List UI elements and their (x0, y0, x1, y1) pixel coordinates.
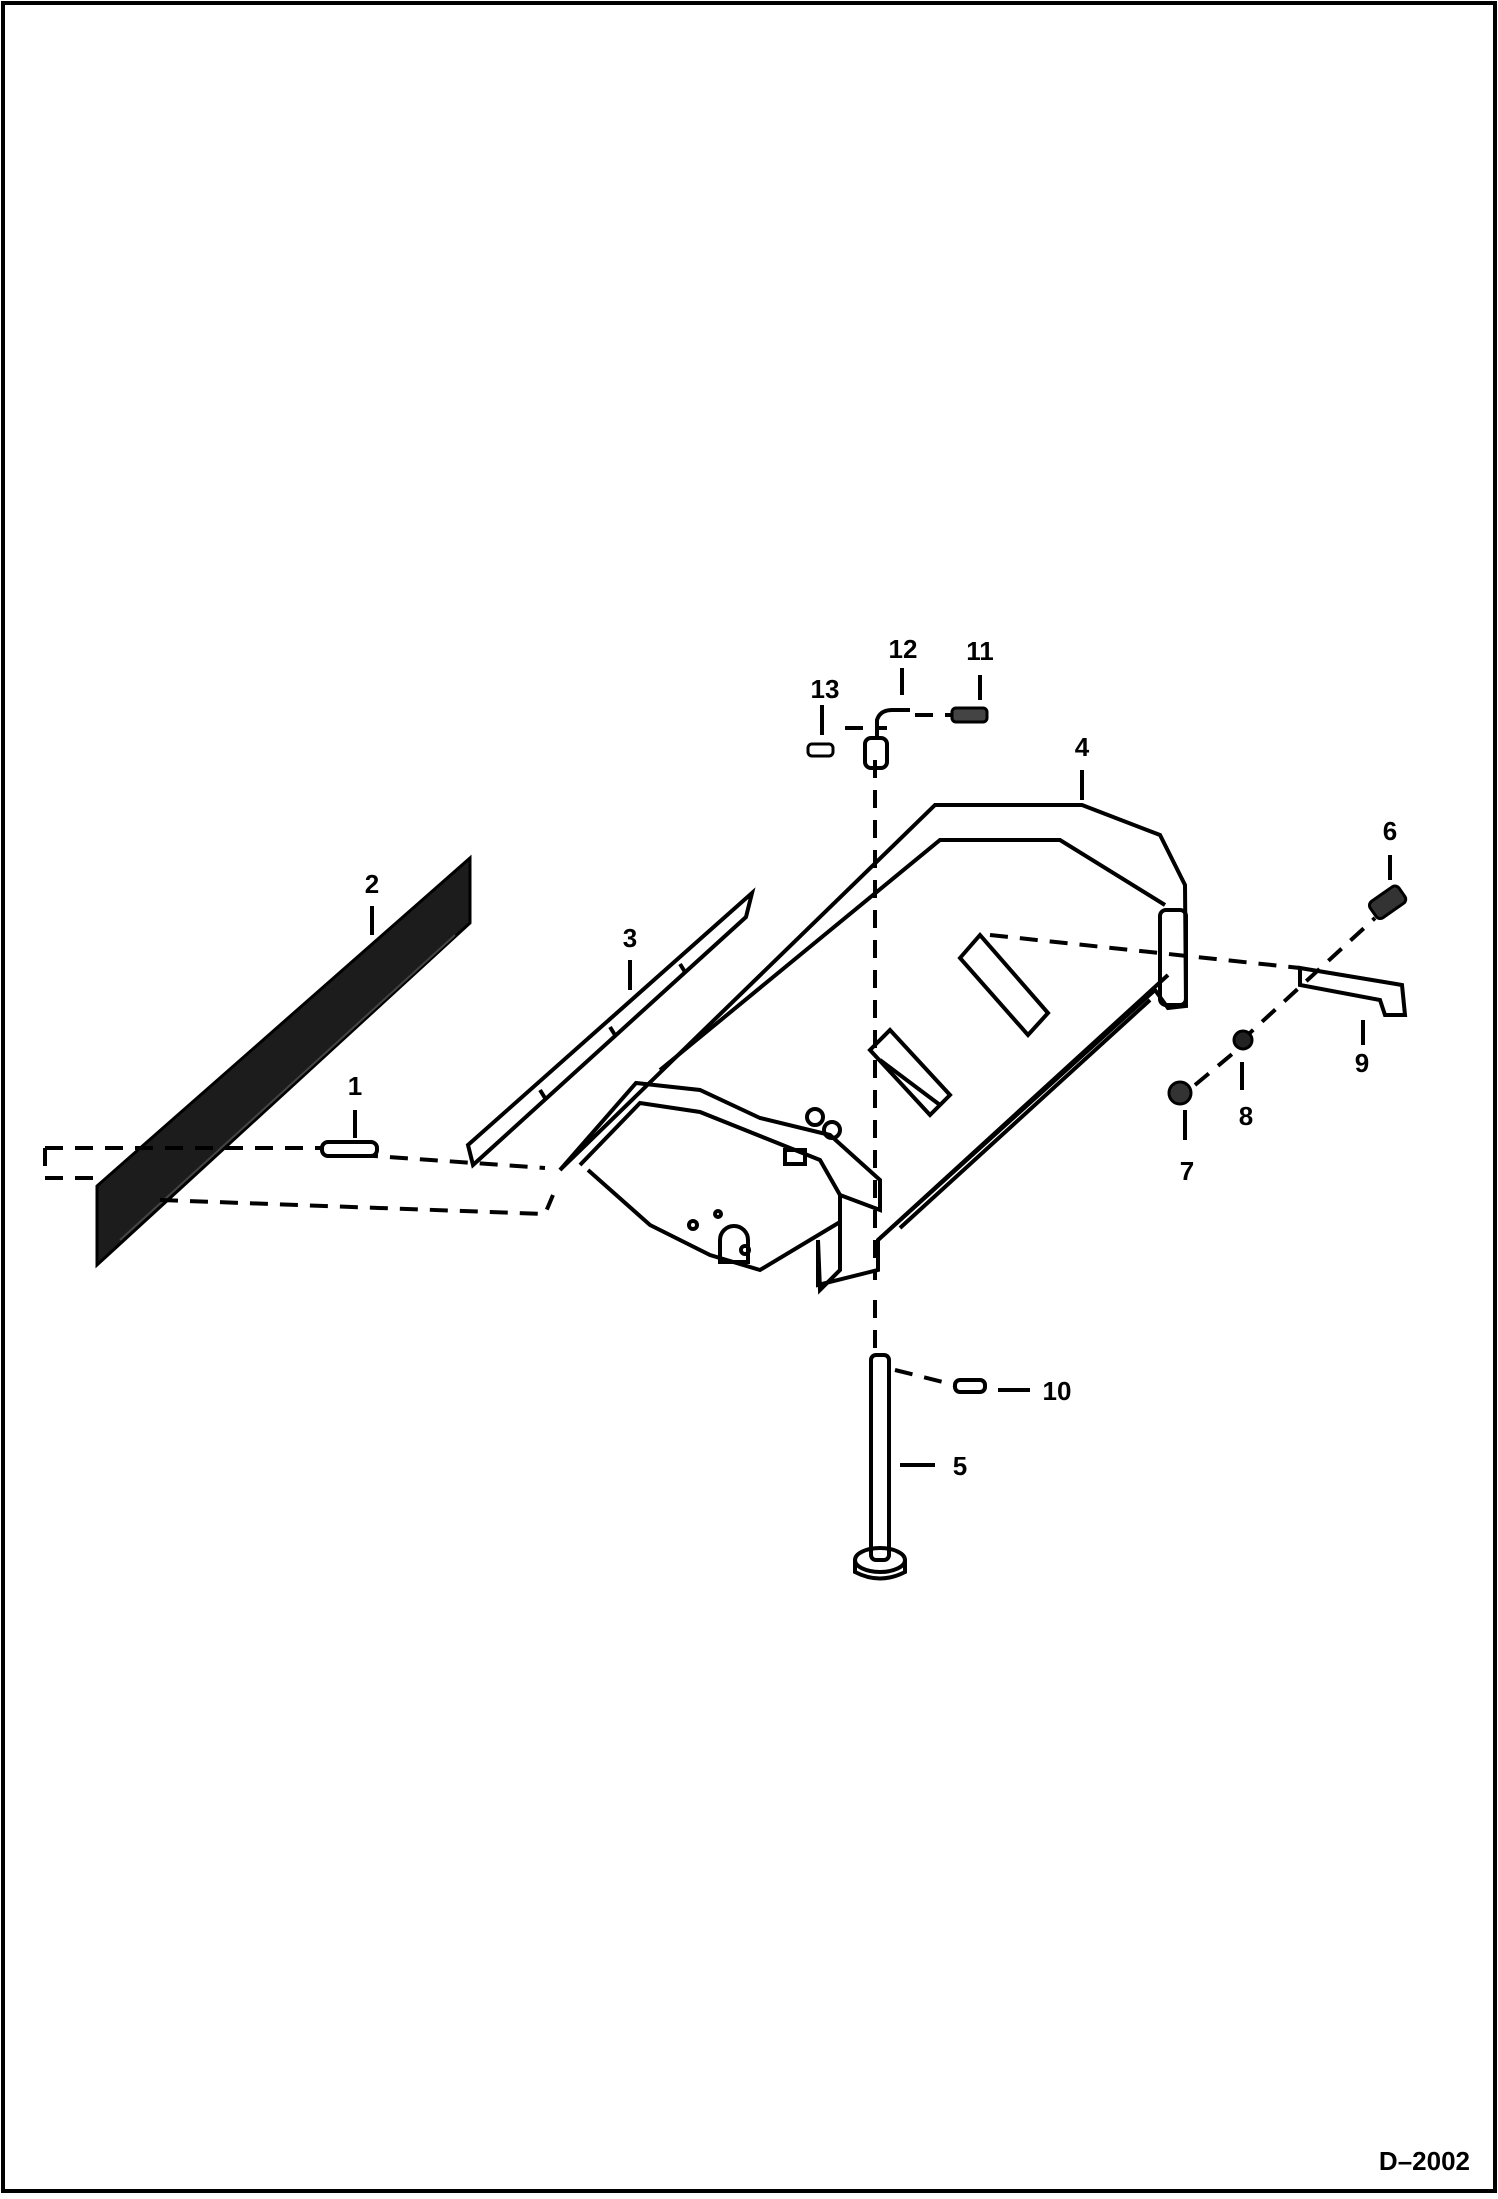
leader-lines (353, 668, 1392, 1467)
callout-9: 9 (1355, 1048, 1369, 1078)
callout-2: 2 (365, 869, 379, 899)
bolt-part-1 (320, 1140, 379, 1158)
elbow-part-12 (863, 708, 910, 770)
callout-5: 5 (953, 1451, 967, 1481)
callout-6: 6 (1383, 816, 1397, 846)
assembly-lines (43, 713, 1377, 1387)
bolt-part-6 (1367, 884, 1408, 921)
callout-4: 4 (1075, 732, 1090, 762)
callouts: 1 2 3 4 5 6 7 8 9 10 11 12 13 (348, 634, 1397, 1481)
pin-part-13 (806, 742, 835, 758)
nut-part-7 (1167, 1080, 1193, 1106)
figure-id: D–2002 (1379, 2146, 1470, 2176)
washer-part-8 (1232, 1029, 1254, 1051)
callout-13: 13 (811, 674, 840, 704)
callout-8: 8 (1239, 1101, 1253, 1131)
callout-7: 7 (1180, 1156, 1194, 1186)
callout-12: 12 (889, 634, 918, 664)
shield-housing-part (558, 803, 1189, 1295)
callout-3: 3 (623, 923, 637, 953)
flap-strip-part (465, 887, 756, 1169)
rubber-flap-part (95, 854, 472, 1269)
jack-stand-part (853, 1353, 907, 1581)
callout-1: 1 (348, 1071, 362, 1101)
spring-part-11 (950, 706, 989, 724)
pin-part-10 (953, 1378, 987, 1394)
bracket-part-9 (1298, 965, 1408, 1017)
callout-10: 10 (1043, 1376, 1072, 1406)
callout-11: 11 (966, 636, 994, 666)
